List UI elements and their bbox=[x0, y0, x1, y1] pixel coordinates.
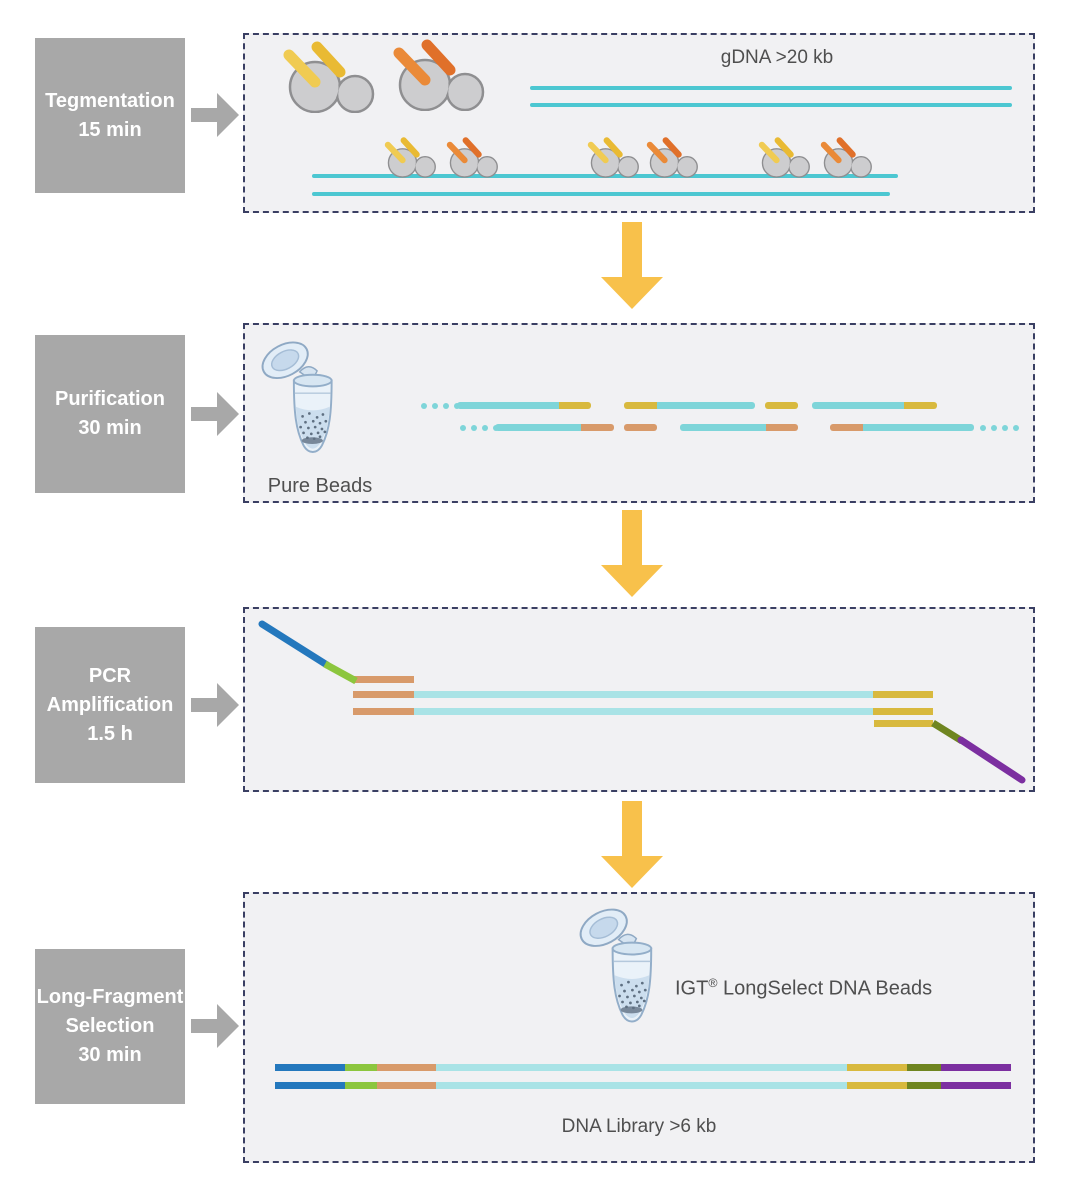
enzyme-icon-orange bbox=[385, 39, 495, 111]
step-label-line: 1.5 h bbox=[87, 722, 133, 745]
library-size-label: DNA Library >6 kb bbox=[561, 1116, 717, 1137]
dna-segment-bar bbox=[812, 402, 937, 409]
enzyme-icon-orange bbox=[816, 137, 878, 178]
tagmented-fragments bbox=[245, 325, 1033, 501]
dna-segment-bar bbox=[457, 402, 591, 409]
arrow-down-icon bbox=[601, 801, 663, 888]
primer-tail-olive bbox=[931, 720, 964, 744]
pcr-duplex bbox=[245, 609, 1033, 790]
dna-segment-bar bbox=[624, 402, 755, 409]
arrow-right-icon bbox=[191, 93, 239, 137]
panel-pcr bbox=[243, 607, 1035, 792]
dna-segment-bar bbox=[624, 424, 657, 431]
arrow-right-icon bbox=[191, 1004, 239, 1048]
arrow-down-icon bbox=[601, 222, 663, 309]
dna-segment-bar bbox=[312, 192, 890, 196]
ellipsis-dots bbox=[980, 424, 1019, 431]
longselect-beads-label: IGT® LongSelect DNA Beads bbox=[675, 976, 932, 1001]
panel-selection: IGT® LongSelect DNA Beads DNA Library >6… bbox=[243, 892, 1035, 1163]
gdna-size-label: gDNA >20 kb bbox=[720, 47, 834, 68]
arrow-right-icon bbox=[191, 683, 239, 727]
arrow-right-icon bbox=[191, 392, 239, 436]
dna-segment-bar bbox=[874, 720, 933, 727]
enzyme-icon-yellow bbox=[754, 137, 816, 178]
dna-segment-bar bbox=[354, 676, 414, 683]
enzyme-icon-orange bbox=[442, 137, 504, 178]
step-label-line: Amplification bbox=[46, 693, 174, 716]
enzymes-small bbox=[245, 35, 1033, 211]
dna-segment-bar bbox=[275, 1082, 1011, 1089]
step-label-line: Tegmentation bbox=[45, 89, 175, 112]
pure-beads-label: Pure Beads bbox=[267, 475, 373, 497]
dna-segment-bar bbox=[353, 691, 933, 698]
ellipsis-dots bbox=[460, 424, 499, 431]
tube-icon bbox=[577, 904, 671, 1043]
panel-tegmentation: gDNA >20 kb bbox=[243, 33, 1035, 213]
enzyme-icon-yellow bbox=[380, 137, 442, 178]
step-box-purification: Purification 30 min bbox=[35, 335, 185, 493]
tube-icon bbox=[259, 337, 351, 473]
beads-label-base: IGT bbox=[675, 977, 709, 1000]
primer-tail-blue bbox=[258, 620, 331, 669]
step-box-pcr: PCR Amplification 1.5 h bbox=[35, 627, 185, 783]
step-label-line: 15 min bbox=[78, 118, 142, 141]
step-label-line: Long-Fragment bbox=[36, 986, 184, 1008]
enzyme-icon-yellow bbox=[275, 41, 385, 113]
enzyme-icon-orange bbox=[642, 137, 704, 178]
dna-segment-bar bbox=[530, 103, 1012, 107]
dna-segment-bar bbox=[275, 1064, 1011, 1071]
step-label-line: Purification bbox=[54, 388, 165, 410]
dna-segment-bar bbox=[830, 424, 974, 431]
step-label-line: Selection bbox=[65, 1015, 155, 1037]
dna-segment-bar bbox=[353, 708, 933, 715]
dna-segment-bar bbox=[495, 424, 614, 431]
panel-purification: Pure Beads bbox=[243, 323, 1035, 503]
enzyme-icon-yellow bbox=[583, 137, 645, 178]
primer-tail-purple bbox=[957, 736, 1026, 784]
beads-label-registered: ® bbox=[708, 976, 718, 990]
step-box-tegmentation: Tegmentation 15 min bbox=[35, 38, 185, 193]
beads-label-rest: LongSelect DNA Beads bbox=[717, 977, 933, 1000]
step-box-selection: Long-Fragment Selection 30 min bbox=[35, 949, 185, 1104]
primer-tail-green bbox=[323, 660, 358, 685]
pcr-primer-tails bbox=[258, 620, 1026, 784]
dna-segment-bar bbox=[680, 424, 798, 431]
arrow-down-icon bbox=[601, 510, 663, 597]
step-label-line: 30 min bbox=[78, 1044, 142, 1066]
enzymes-large bbox=[245, 35, 1033, 211]
ellipsis-dots bbox=[421, 402, 460, 409]
dna-segment-bar bbox=[530, 86, 1012, 90]
step-label-line: PCR bbox=[88, 664, 132, 687]
library-strands bbox=[245, 894, 1033, 1161]
dna-segment-bar bbox=[765, 402, 798, 409]
step-label-line: 30 min bbox=[78, 417, 142, 439]
